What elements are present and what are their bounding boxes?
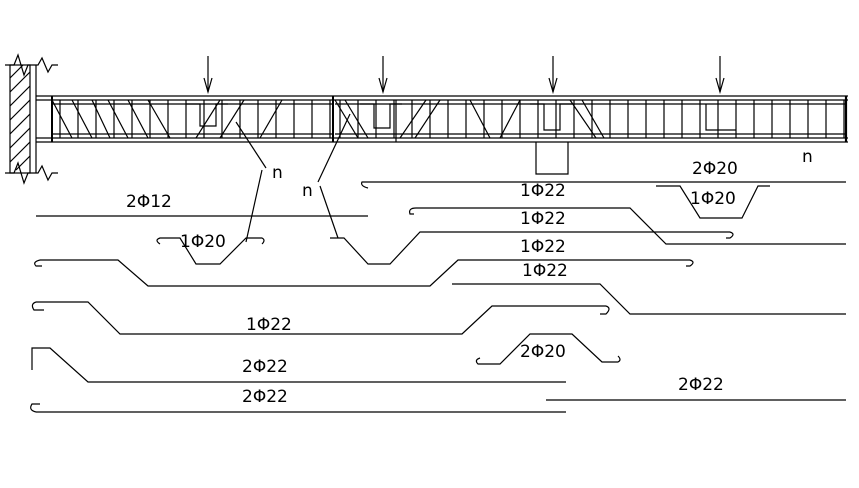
load-arrow-1 — [203, 56, 213, 95]
beam-elevation — [36, 95, 848, 143]
label-1phi22-d: 1Φ22 — [522, 261, 568, 281]
load-arrows — [203, 56, 725, 95]
wall-hatching — [9, 64, 31, 171]
labels: 2Φ12 1Φ20 2Φ20 1Φ20 1Φ22 1Φ22 1Φ22 1Φ22 … — [126, 147, 813, 407]
label-2phi12: 2Φ12 — [126, 192, 172, 212]
label-n-left: n — [272, 163, 283, 183]
bar-1phi22-top — [361, 181, 846, 189]
leader-lines — [235, 113, 351, 243]
stirrups — [59, 100, 845, 138]
label-1phi22-b: 1Φ22 — [520, 209, 566, 229]
label-2phi22-b: 2Φ22 — [242, 387, 288, 407]
bar-1phi22-third — [40, 259, 690, 287]
bar-2phi20-mid — [475, 333, 621, 365]
label-2phi20-mid: 2Φ20 — [520, 342, 566, 362]
bar-schedule — [30, 181, 846, 413]
bar-1phi22-fourth — [452, 283, 846, 315]
label-2phi20-right: 2Φ20 — [692, 159, 738, 179]
label-1phi22-c: 1Φ22 — [520, 237, 566, 257]
bent-bars-in-beam — [51, 99, 846, 139]
label-n-mid: n — [302, 181, 313, 201]
load-arrow-3 — [548, 56, 558, 95]
label-1phi22-a: 1Φ22 — [520, 181, 566, 201]
bar-1phi22-fifth — [36, 301, 606, 335]
label-1phi20-right: 1Φ20 — [690, 189, 736, 209]
label-n-right: n — [802, 147, 813, 167]
hanger-bars — [186, 103, 736, 131]
bar-bent-upper — [330, 231, 730, 265]
load-arrow-4 — [715, 56, 725, 95]
wall-support — [5, 53, 58, 185]
bar-2phi22-a — [31, 347, 566, 383]
beam-stub — [395, 100, 569, 175]
label-2phi22-right: 2Φ22 — [678, 375, 724, 395]
label-1phi22-e: 1Φ22 — [246, 315, 292, 335]
bar-1phi22-second — [416, 207, 846, 245]
label-1phi20-left: 1Φ20 — [180, 232, 226, 252]
load-arrow-2 — [378, 56, 388, 95]
label-2phi22-a: 2Φ22 — [242, 357, 288, 377]
bar-1phi20-right — [656, 185, 770, 219]
bar-1phi20-left — [156, 237, 265, 265]
